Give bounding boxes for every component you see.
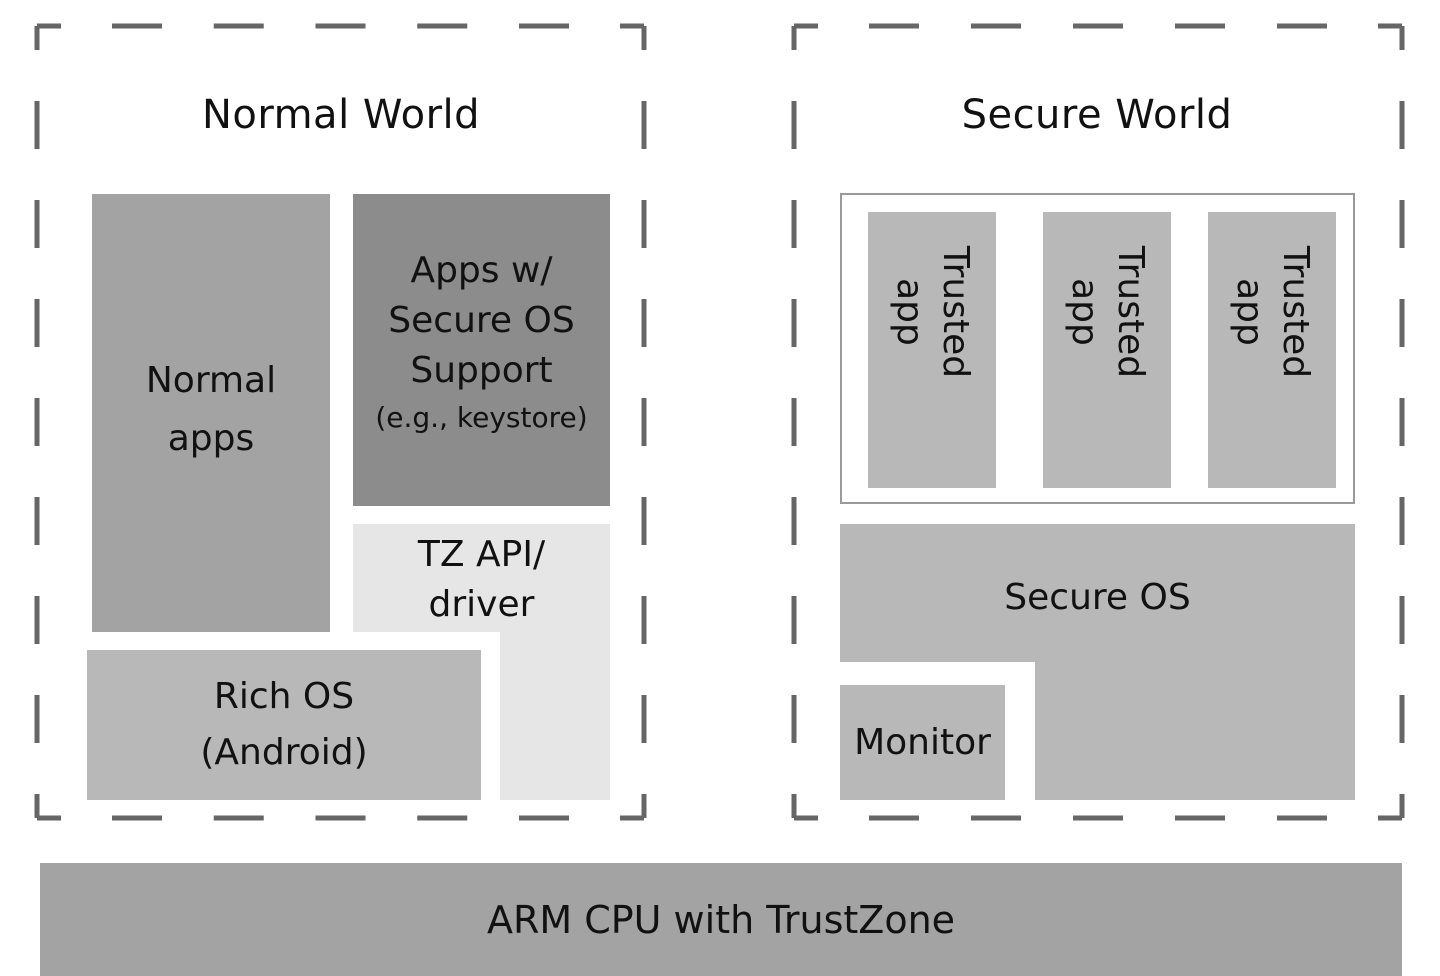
rich-os-label-1: Rich OS: [213, 676, 355, 717]
secure-os-label: Secure OS: [1004, 577, 1191, 618]
arm-cpu-label: ARM CPU with TrustZone: [486, 897, 956, 942]
apps-secure-label-2: Secure OS: [388, 300, 575, 341]
tz-api-label: TZ API/ driver: [353, 530, 610, 630]
trusted-app-block: Trusted app: [1208, 212, 1336, 488]
tz-api-label-2: driver: [428, 584, 535, 625]
secure-os-label-wrap: Secure OS: [840, 560, 1355, 636]
rich-os-block: Rich OS (Android): [87, 650, 481, 800]
secure-os-block-side: [1035, 524, 1355, 800]
trusted-app-label-1: Trusted: [935, 245, 976, 379]
monitor-label: Monitor: [854, 721, 991, 763]
rich-os-label-2: (Android): [200, 732, 368, 773]
tz-api-block-side: [500, 524, 610, 800]
secure-world-title: Secure World: [961, 92, 1233, 138]
normal-apps-label-1: Normal: [145, 360, 277, 401]
trusted-app-block: Trusted app: [1043, 212, 1171, 488]
trusted-app-label-1: Trusted: [1275, 245, 1316, 379]
normal-world-title: Normal World: [201, 92, 481, 138]
normal-apps-label-2: apps: [167, 418, 255, 459]
trusted-apps-container: [840, 193, 1355, 504]
tz-api-label-1: TZ API/: [417, 534, 546, 575]
trusted-app-label-1: Trusted: [1110, 245, 1151, 379]
trusted-app-label-2: app: [1229, 278, 1270, 346]
apps-secure-label-3: Support: [410, 350, 553, 391]
trusted-app-label-2: app: [889, 278, 930, 346]
trusted-app-label-2: app: [1064, 278, 1105, 346]
monitor-block: Monitor: [840, 685, 1005, 800]
trusted-app-block: Trusted app: [868, 212, 996, 488]
normal-apps-block: Normal apps: [92, 194, 330, 632]
apps-secure-os-support-block: Apps w/ Secure OS Support (e.g., keystor…: [353, 194, 610, 506]
apps-secure-label-4: (e.g., keystore): [375, 401, 588, 434]
apps-secure-label-1: Apps w/: [410, 250, 553, 291]
arm-cpu-bar: ARM CPU with TrustZone: [40, 863, 1402, 976]
